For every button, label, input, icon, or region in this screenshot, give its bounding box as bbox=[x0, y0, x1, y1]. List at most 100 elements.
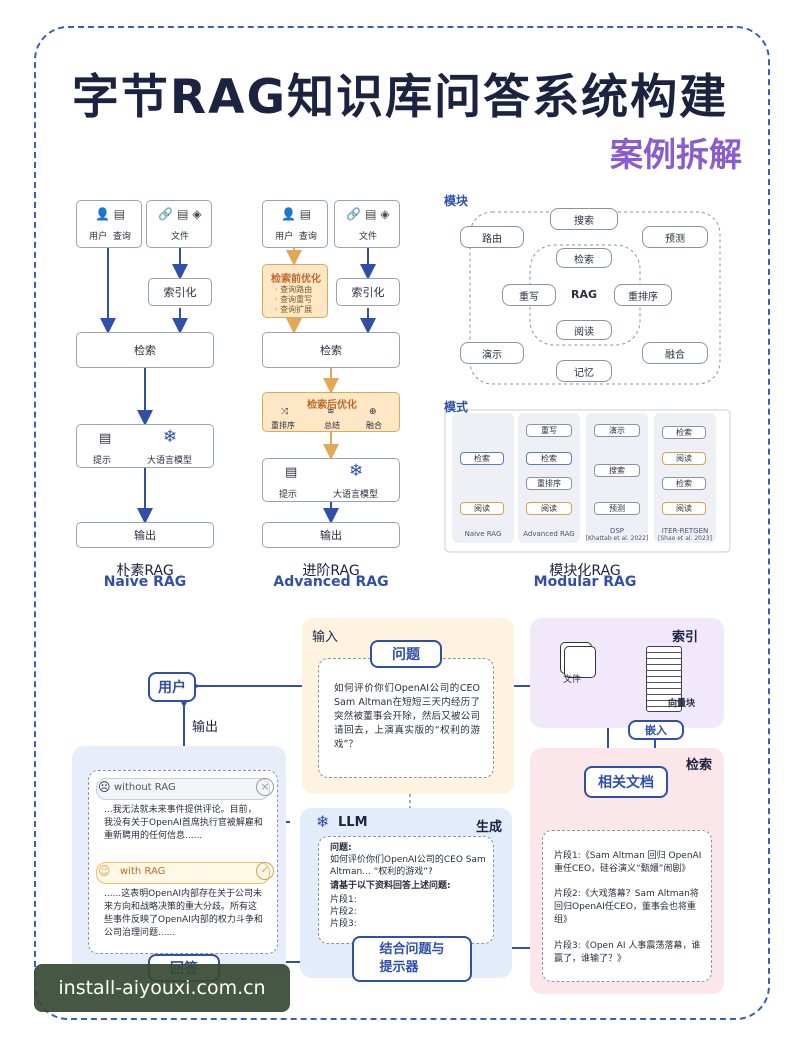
without-rag-label: without RAG bbox=[114, 782, 176, 793]
module-routing: 路由 bbox=[460, 226, 524, 248]
adv-post-item: 总结 bbox=[324, 421, 340, 430]
pattern-adv-step: 重排序 bbox=[526, 477, 572, 490]
modular-caption-en: Modular RAG bbox=[533, 574, 637, 590]
naive-generate-box: ▤ 提示 ❄ 大语言模型 bbox=[76, 424, 214, 468]
module-rag-center: RAG bbox=[570, 288, 597, 301]
gen-chunk: 片段3: bbox=[330, 919, 357, 929]
watermark: install-aiyouxi.com.cn bbox=[34, 964, 290, 1012]
chunk-item: 片段3:《Open AI 人事震荡落幕，谁赢了，谁输了？》 bbox=[554, 941, 701, 964]
adv-pre-item: · 查询重写 bbox=[275, 295, 313, 304]
module-retrieve: 检索 bbox=[556, 248, 612, 268]
naive-file-label: 文件 bbox=[170, 232, 189, 242]
adv-pre-item: · 查询路由 bbox=[275, 285, 313, 294]
snowflake-icon: ❄ bbox=[316, 812, 330, 831]
pattern-naive-step: 阅读 bbox=[460, 502, 504, 515]
merge-icon: ⊕ bbox=[369, 407, 377, 417]
adv-pre-title: 检索前优化 bbox=[271, 274, 321, 285]
output-label: 输出 bbox=[192, 720, 219, 735]
adv-retrieve-box: 检索 bbox=[262, 332, 400, 368]
gen-instruction: 请基于以下资料回答上述问题: bbox=[330, 881, 451, 891]
pattern-iter-step: 阅读 bbox=[662, 452, 706, 465]
module-fusion: 融合 bbox=[642, 342, 708, 364]
naive-query-label: 查询 bbox=[112, 232, 131, 242]
gen-chunk: 片段1: bbox=[330, 895, 357, 905]
module-memory: 记忆 bbox=[556, 360, 612, 382]
close-icon: × bbox=[256, 778, 274, 796]
naive-user-query-box: 👤 ▤ 用户 查询 bbox=[76, 200, 142, 248]
adv-pre-item: · 查询扩展 bbox=[275, 305, 313, 314]
adv-post-item: 重排序 bbox=[271, 421, 295, 430]
chunk-item: 片段2:《大戏落幕？Sam Altman将回归OpenAI任CEO，董事会也将重… bbox=[554, 889, 699, 925]
wave-icon: ≋ bbox=[327, 407, 335, 417]
pattern-iter-step: 检索 bbox=[662, 426, 706, 439]
module-search: 搜索 bbox=[550, 208, 618, 230]
module-rewrite: 重写 bbox=[502, 284, 556, 306]
modular-caption-cn: 模块化RAG bbox=[549, 563, 621, 579]
naive-index-box: 索引化 bbox=[148, 278, 212, 306]
pattern-naive-step: 检索 bbox=[460, 452, 504, 465]
adv-llm-label: 大语言模型 bbox=[333, 490, 379, 500]
gen-chunk: 片段2: bbox=[330, 907, 357, 917]
module-read: 阅读 bbox=[556, 320, 612, 340]
chunks-dashed-box bbox=[542, 830, 712, 982]
naive-user-label: 用户 bbox=[89, 232, 108, 242]
pattern-name: Advanced RAG bbox=[523, 530, 575, 538]
adv-output-box: 输出 bbox=[262, 522, 400, 548]
chunk-label: 向量块 bbox=[668, 699, 696, 709]
modular-module-label: 模块 bbox=[444, 194, 469, 208]
prompt-dashed-box bbox=[318, 836, 494, 944]
without-rag-text: ...我无法就未来事件提供评论。目前，我没有关于OpenAI首席执行官被解雇和重… bbox=[104, 805, 263, 841]
question-box: 问题 bbox=[370, 640, 442, 668]
pattern-dsp-step: 预测 bbox=[594, 502, 640, 515]
combine-box: 结合问题与 提示器 bbox=[352, 936, 472, 982]
check-icon: ✓ bbox=[256, 862, 274, 880]
module-predict: 预测 bbox=[642, 226, 708, 248]
user-box: 用户 bbox=[148, 672, 196, 702]
page-title: 字节RAG知识库问答系统构建 bbox=[71, 70, 729, 125]
naive-file-box: 🔗 ▤ ◈ 文件 bbox=[146, 200, 212, 248]
file-icon: 🔗 ▤ ◈ bbox=[158, 207, 202, 221]
vector-chunks-icon bbox=[646, 646, 682, 712]
pattern-column-naive bbox=[452, 413, 514, 543]
adv-post-title: 检索后优化 bbox=[307, 400, 357, 411]
modular-pattern-label: 模式 bbox=[444, 400, 469, 414]
adv-file-label: 文件 bbox=[358, 232, 377, 242]
with-rag-text: ......这表明OpenAI内部存在关于公司未来方向和战略决策的重大分歧。所有… bbox=[104, 889, 263, 938]
gen-question-title: 问题: bbox=[330, 843, 352, 853]
adv-user-query-box: 👤 ▤ 用户 查询 bbox=[262, 200, 328, 248]
file-icon: 🔗 ▤ ◈ bbox=[346, 207, 390, 221]
shuffle-icon: ⤨ bbox=[281, 407, 289, 417]
pattern-dsp-step: 演示 bbox=[594, 424, 640, 437]
document-icon: ▤ bbox=[285, 465, 298, 480]
gen-question-text: 如何评价你们OpenAI公司的CEO Sam Altman... “权利的游戏”… bbox=[330, 855, 486, 877]
user-icon: 👤 ▤ bbox=[280, 207, 312, 221]
dashed-frame bbox=[34, 26, 770, 1020]
pattern-adv-step: 检索 bbox=[526, 452, 572, 465]
adv-caption-en: Advanced RAG bbox=[273, 574, 389, 590]
adv-post-retrieval-box: 检索后优化 ⤨ ≋ ⊕ 重排序 总结 融合 bbox=[262, 392, 400, 432]
adv-generate-box: ▤ 提示 ❄ 大语言模型 bbox=[262, 458, 400, 502]
pattern-name: ITER-RETGEN bbox=[661, 527, 709, 535]
llm-label: LLM bbox=[338, 815, 368, 830]
file-label: 文件 bbox=[563, 675, 582, 685]
related-docs-box: 相关文档 bbox=[584, 766, 668, 798]
pattern-iter-step: 检索 bbox=[662, 477, 706, 490]
pattern-adv-step: 阅读 bbox=[526, 502, 572, 515]
embed-box: 嵌入 bbox=[628, 720, 684, 740]
sad-face-icon: ☹ bbox=[98, 780, 111, 794]
page-subtitle: 案例拆解 bbox=[610, 135, 742, 174]
snowflake-icon: ❄ bbox=[163, 427, 178, 447]
adv-caption-cn: 进阶RAG bbox=[302, 563, 360, 579]
adv-post-item: 融合 bbox=[366, 421, 382, 430]
with-rag-label: with RAG bbox=[120, 866, 166, 877]
module-demo: 演示 bbox=[460, 342, 524, 364]
pattern-name: Naive RAG bbox=[464, 530, 502, 538]
index-label: 索引 bbox=[672, 630, 699, 645]
retrieve-label: 检索 bbox=[686, 758, 713, 773]
pattern-sub: [Shao et al. 2023] bbox=[658, 535, 712, 542]
pattern-name: DSP bbox=[609, 527, 625, 535]
naive-caption-cn: 朴素RAG bbox=[116, 563, 174, 579]
naive-output-box: 输出 bbox=[76, 522, 214, 548]
question-dashed-box bbox=[318, 658, 494, 778]
adv-prompt-label: 提示 bbox=[279, 490, 298, 500]
